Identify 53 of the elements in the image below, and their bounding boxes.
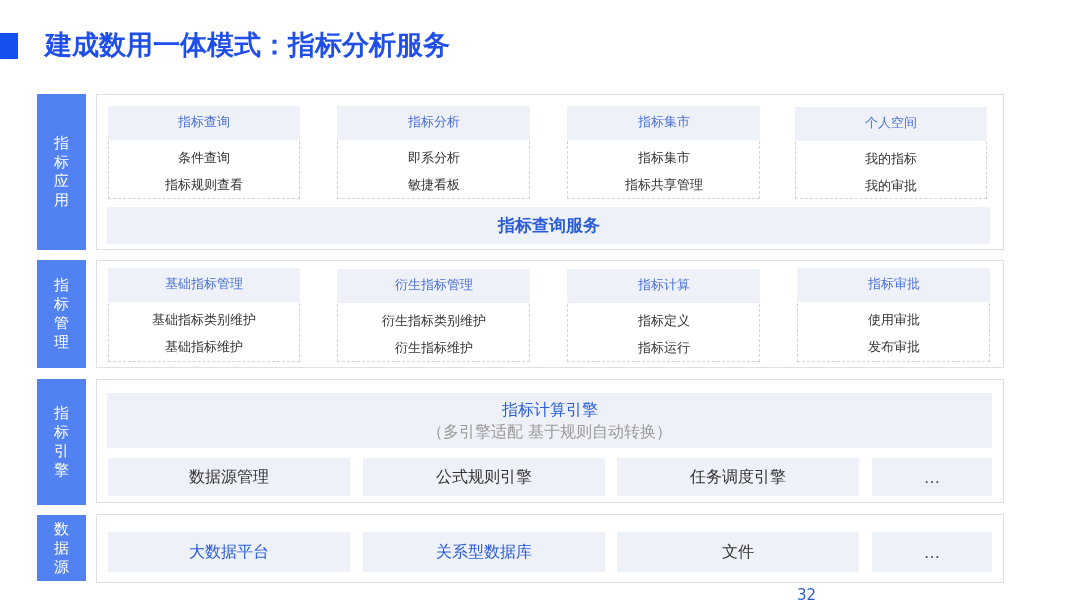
card-heading: 指标分析	[337, 106, 530, 140]
module-card	[567, 106, 760, 199]
list-item: 指标定义	[636, 312, 691, 330]
list-item: 敏捷看板	[406, 176, 461, 194]
layer-panel	[96, 514, 1004, 583]
card-heading: 指标查询	[108, 106, 300, 140]
list-item: 条件查询	[177, 149, 231, 167]
list-item: 指标集市	[636, 149, 691, 167]
module-tile: 关系型数据库	[363, 532, 605, 572]
list-item: 基础指标维护	[164, 338, 244, 356]
module-card	[797, 268, 990, 362]
layer-label: 指标应用	[37, 94, 86, 250]
module-card	[108, 268, 300, 362]
module-card	[795, 107, 987, 199]
card-heading: 指标集市	[567, 106, 760, 140]
card-heading: 衍生指标管理	[337, 269, 530, 303]
layer-panel	[96, 94, 1004, 250]
list-item: 即系分析	[406, 149, 461, 167]
module-card	[337, 106, 530, 199]
layer-panel	[96, 260, 1004, 368]
list-item: 基础指标类别维护	[151, 311, 257, 329]
module-card	[567, 269, 760, 362]
list-item: 我的审批	[864, 177, 918, 195]
title: 建成数用一体模式：指标分析服务	[45, 29, 450, 61]
card-heading: 个人空间	[795, 107, 987, 141]
module-tile: 大数据平台	[108, 532, 350, 572]
module-card	[337, 269, 530, 362]
layer-label: 数据源	[37, 515, 86, 581]
card-heading: 指标计算	[567, 269, 760, 303]
module-tile: 数据源管理	[108, 458, 350, 496]
layer-label: 指标引擎	[37, 379, 86, 505]
module-tile: …	[872, 458, 992, 496]
list-item: 衍生指标类别维护	[380, 312, 487, 330]
card-heading: 指标审批	[797, 268, 990, 302]
layer-panel	[96, 379, 1004, 503]
module-tile: …	[872, 532, 992, 572]
list-item: 使用审批	[866, 311, 921, 329]
page-number: 32	[797, 586, 817, 604]
list-item: 指标运行	[636, 339, 691, 357]
module-card	[108, 106, 300, 199]
list-item: 指标共享管理	[623, 176, 704, 194]
bar-title: 指标计算引擎	[500, 400, 599, 420]
module-tile: 公式规则引擎	[363, 458, 605, 496]
service-bar: 指标查询服务	[107, 207, 990, 244]
list-item: 指标规则查看	[164, 176, 244, 194]
list-item: 发布审批	[866, 338, 921, 356]
bar-subtitle: （多引擎适配 基于规则自动转换）	[425, 422, 674, 442]
list-item: 我的指标	[864, 150, 918, 168]
layer-label: 指标管理	[37, 260, 86, 368]
module-tile: 任务调度引擎	[617, 458, 859, 496]
module-tile: 文件	[617, 532, 859, 572]
card-heading: 基础指标管理	[108, 268, 300, 302]
list-item: 衍生指标维护	[393, 339, 474, 357]
